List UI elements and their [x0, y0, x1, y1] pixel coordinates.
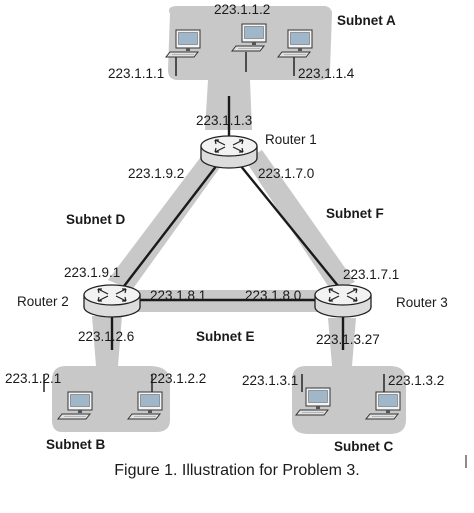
address-r1-a: 223.1.1.3 [196, 113, 253, 128]
address-r2-b: 223.1.2.6 [78, 329, 135, 344]
subnet-c-label: Subnet C [334, 439, 394, 454]
address-r3-f: 223.1.7.1 [343, 267, 400, 282]
subnet-f-label: Subnet F [326, 206, 384, 221]
figure-caption: Figure 1. Illustration for Problem 3. [114, 462, 360, 479]
router-1-label: Router 1 [265, 132, 317, 147]
subnet-d-label: Subnet D [66, 212, 126, 227]
router-icon[interactable] [314, 284, 372, 318]
address-r1-f: 223.1.7.0 [258, 166, 315, 181]
address-r3-c: 223.1.3.27 [316, 332, 380, 347]
router-icon[interactable] [200, 135, 258, 169]
address-host-c1: 223.1.3.1 [242, 373, 299, 388]
address-r2-e: 223.1.8.1 [150, 288, 207, 303]
subnet-e-label: Subnet E [196, 329, 255, 344]
subnet-b-label: Subnet B [46, 437, 106, 452]
address-r3-e: 223.1.8.0 [245, 288, 302, 303]
address-host-a4: 223.1.1.4 [298, 66, 355, 81]
address-r1-d: 223.1.9.2 [128, 166, 185, 181]
address-r2-d: 223.1.9.1 [64, 265, 121, 280]
address-host-b2: 223.1.2.2 [150, 371, 207, 386]
link-subnet-f [239, 164, 344, 293]
router-3-label: Router 3 [396, 295, 448, 310]
link-subnet-d [117, 164, 218, 295]
address-host-b1: 223.1.2.1 [5, 371, 62, 386]
address-host-a2: 223.1.1.2 [214, 2, 271, 17]
router-2-label: Router 2 [17, 294, 69, 309]
subnet-f-region [245, 150, 355, 292]
router-icon[interactable] [83, 284, 141, 318]
subnet-a-label: Subnet A [337, 13, 396, 28]
address-host-c2: 223.1.3.2 [388, 373, 445, 388]
address-host-a1: 223.1.1.1 [108, 66, 165, 81]
links [110, 96, 345, 350]
subnet-d-region [108, 150, 224, 290]
